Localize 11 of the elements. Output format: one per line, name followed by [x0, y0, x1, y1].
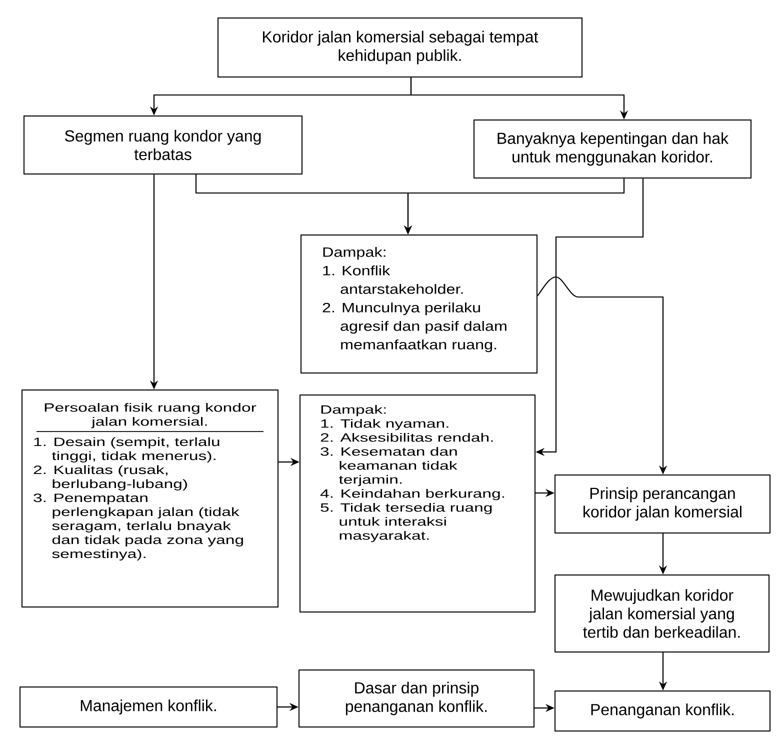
process-box: Manajemen konflik.: [20, 686, 278, 728]
process-box: Koridor jalan komersial sebagai tempat kehidupan publik.: [218, 18, 582, 78]
process-box: Segmen ruang kondor yang terbatas: [24, 116, 302, 174]
process-box: Banyaknya kepentingan dan hak untuk menggunakan koridor.: [474, 120, 752, 178]
process-box: Mewujudkan koridor jalan komersial yang tertib dan berkeadilan.: [554, 574, 770, 652]
process-box: Penanganan konflik.: [554, 690, 770, 732]
list-box: Dampak: 1. Konflik antarstakeholder. 2. Munculnya perilaku agresif dan pasif dalam memanfaatkan ruang.: [300, 234, 538, 374]
list-box: Dampak: 1. Tidak nyaman. 2. Aksesibilitas rendah. 3. Kesematan dan keamanan tidak terjamin. 4. Keindahan berkurang. 5. Tidak tersedia ruang untuk interaksi masyarakat.: [300, 394, 536, 612]
list-box: Persoalan fisik ruang kondor jalan komersial. 1. Desain (sempit, terlalu tinggi, tidak menerus). 2. Kualitas (rusak, berlubang-lubang) 3. Penempatan perlengkapan jalan (tidak seragam, terlalu bnayak dan tidak pada zona yang semestinya).: [22, 390, 278, 608]
process-box: Dasar dan prinsip penanganan konflik.: [298, 669, 534, 728]
process-box: Prinsip perancangan koridor jalan komersial: [554, 474, 770, 534]
